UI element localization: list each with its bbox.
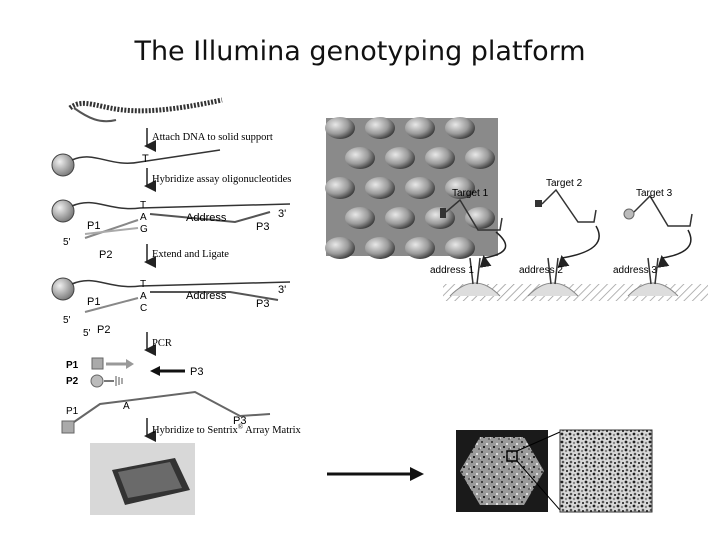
allele-G-2: G [140, 224, 148, 235]
allele-T-2: T [140, 200, 146, 211]
five-prime-2: 5' [63, 237, 71, 248]
target-2-label: Target 2 [546, 178, 583, 189]
address-label-3: Address [186, 290, 227, 302]
primer-P1-pcr: P1 [66, 360, 79, 371]
allele-A-final: A [123, 401, 130, 412]
allele-T-3: T [140, 279, 146, 290]
allele-A-2: A [140, 212, 147, 223]
sem-well [385, 147, 415, 169]
final-product [61, 390, 271, 434]
five-prime-3a: 5' [63, 315, 71, 326]
three-prime-2: 3' [278, 208, 286, 220]
step-attach-label: Attach DNA to solid support [152, 132, 273, 143]
sem-well [405, 117, 435, 139]
three-prime-3: 3' [278, 284, 286, 296]
sem-well [365, 237, 395, 259]
primer-P2-2: P2 [99, 249, 112, 261]
sem-well [405, 237, 435, 259]
well-grid [325, 117, 495, 259]
address-2-label: address 2 [519, 265, 563, 276]
primer-P2-pcr: P2 [66, 376, 79, 387]
primer-P2-3: P2 [97, 324, 110, 336]
bead-dna-3 [51, 277, 291, 313]
sem-well [445, 177, 475, 199]
step-hybridize-array-label: Hybridize to Sentrix® Array Matrix [152, 423, 302, 436]
allele-T-1: T [142, 153, 149, 165]
bead-zoom-image [559, 429, 653, 513]
primer-P1-3: P1 [87, 296, 100, 308]
sem-well [385, 207, 415, 229]
primer-P3-final: P3 [233, 415, 246, 427]
sem-well [445, 117, 475, 139]
dna-coil [68, 97, 223, 123]
sem-well [445, 237, 475, 259]
five-prime-3b: 5' [83, 328, 91, 339]
step-hybridize-oligos-label: Hybridize assay oligonucleotides [152, 174, 291, 185]
step-pcr-label: PCR [152, 338, 172, 349]
sem-well [325, 237, 355, 259]
sem-well [345, 147, 375, 169]
address-label-2: Address [186, 212, 227, 224]
sem-wells-image [325, 117, 498, 259]
primer-P3-2: P3 [256, 221, 269, 233]
sem-well [365, 177, 395, 199]
step-extend-ligate-label: Extend and Ligate [152, 249, 229, 260]
sem-well [325, 177, 355, 199]
bead-dna-2 [51, 199, 291, 239]
primer-P3-3: P3 [256, 298, 269, 310]
sem-well [465, 147, 495, 169]
allele-A-3: A [140, 291, 147, 302]
primer-P3-pcr: P3 [190, 366, 203, 378]
sem-well [345, 207, 375, 229]
bead-dna-1 [51, 149, 221, 177]
page-title: The Illumina genotyping platform [134, 36, 586, 67]
sem-well [365, 117, 395, 139]
hexagon-array-image [456, 430, 561, 512]
target-1-label: Target 1 [452, 188, 489, 199]
primer-P1-2: P1 [87, 220, 100, 232]
target-panel [440, 188, 708, 301]
sem-well [325, 117, 355, 139]
sem-well [465, 207, 495, 229]
primer-P1-final: P1 [66, 406, 79, 417]
sem-well [425, 147, 455, 169]
allele-C-3: C [140, 303, 147, 314]
result-arrow [327, 467, 424, 481]
array-matrix-photo [90, 443, 195, 515]
sem-well [405, 177, 435, 199]
target-3-label: Target 3 [636, 188, 673, 199]
address-1-label: address 1 [430, 265, 474, 276]
address-3-label: address 3 [613, 265, 657, 276]
pcr-primers [90, 357, 185, 388]
